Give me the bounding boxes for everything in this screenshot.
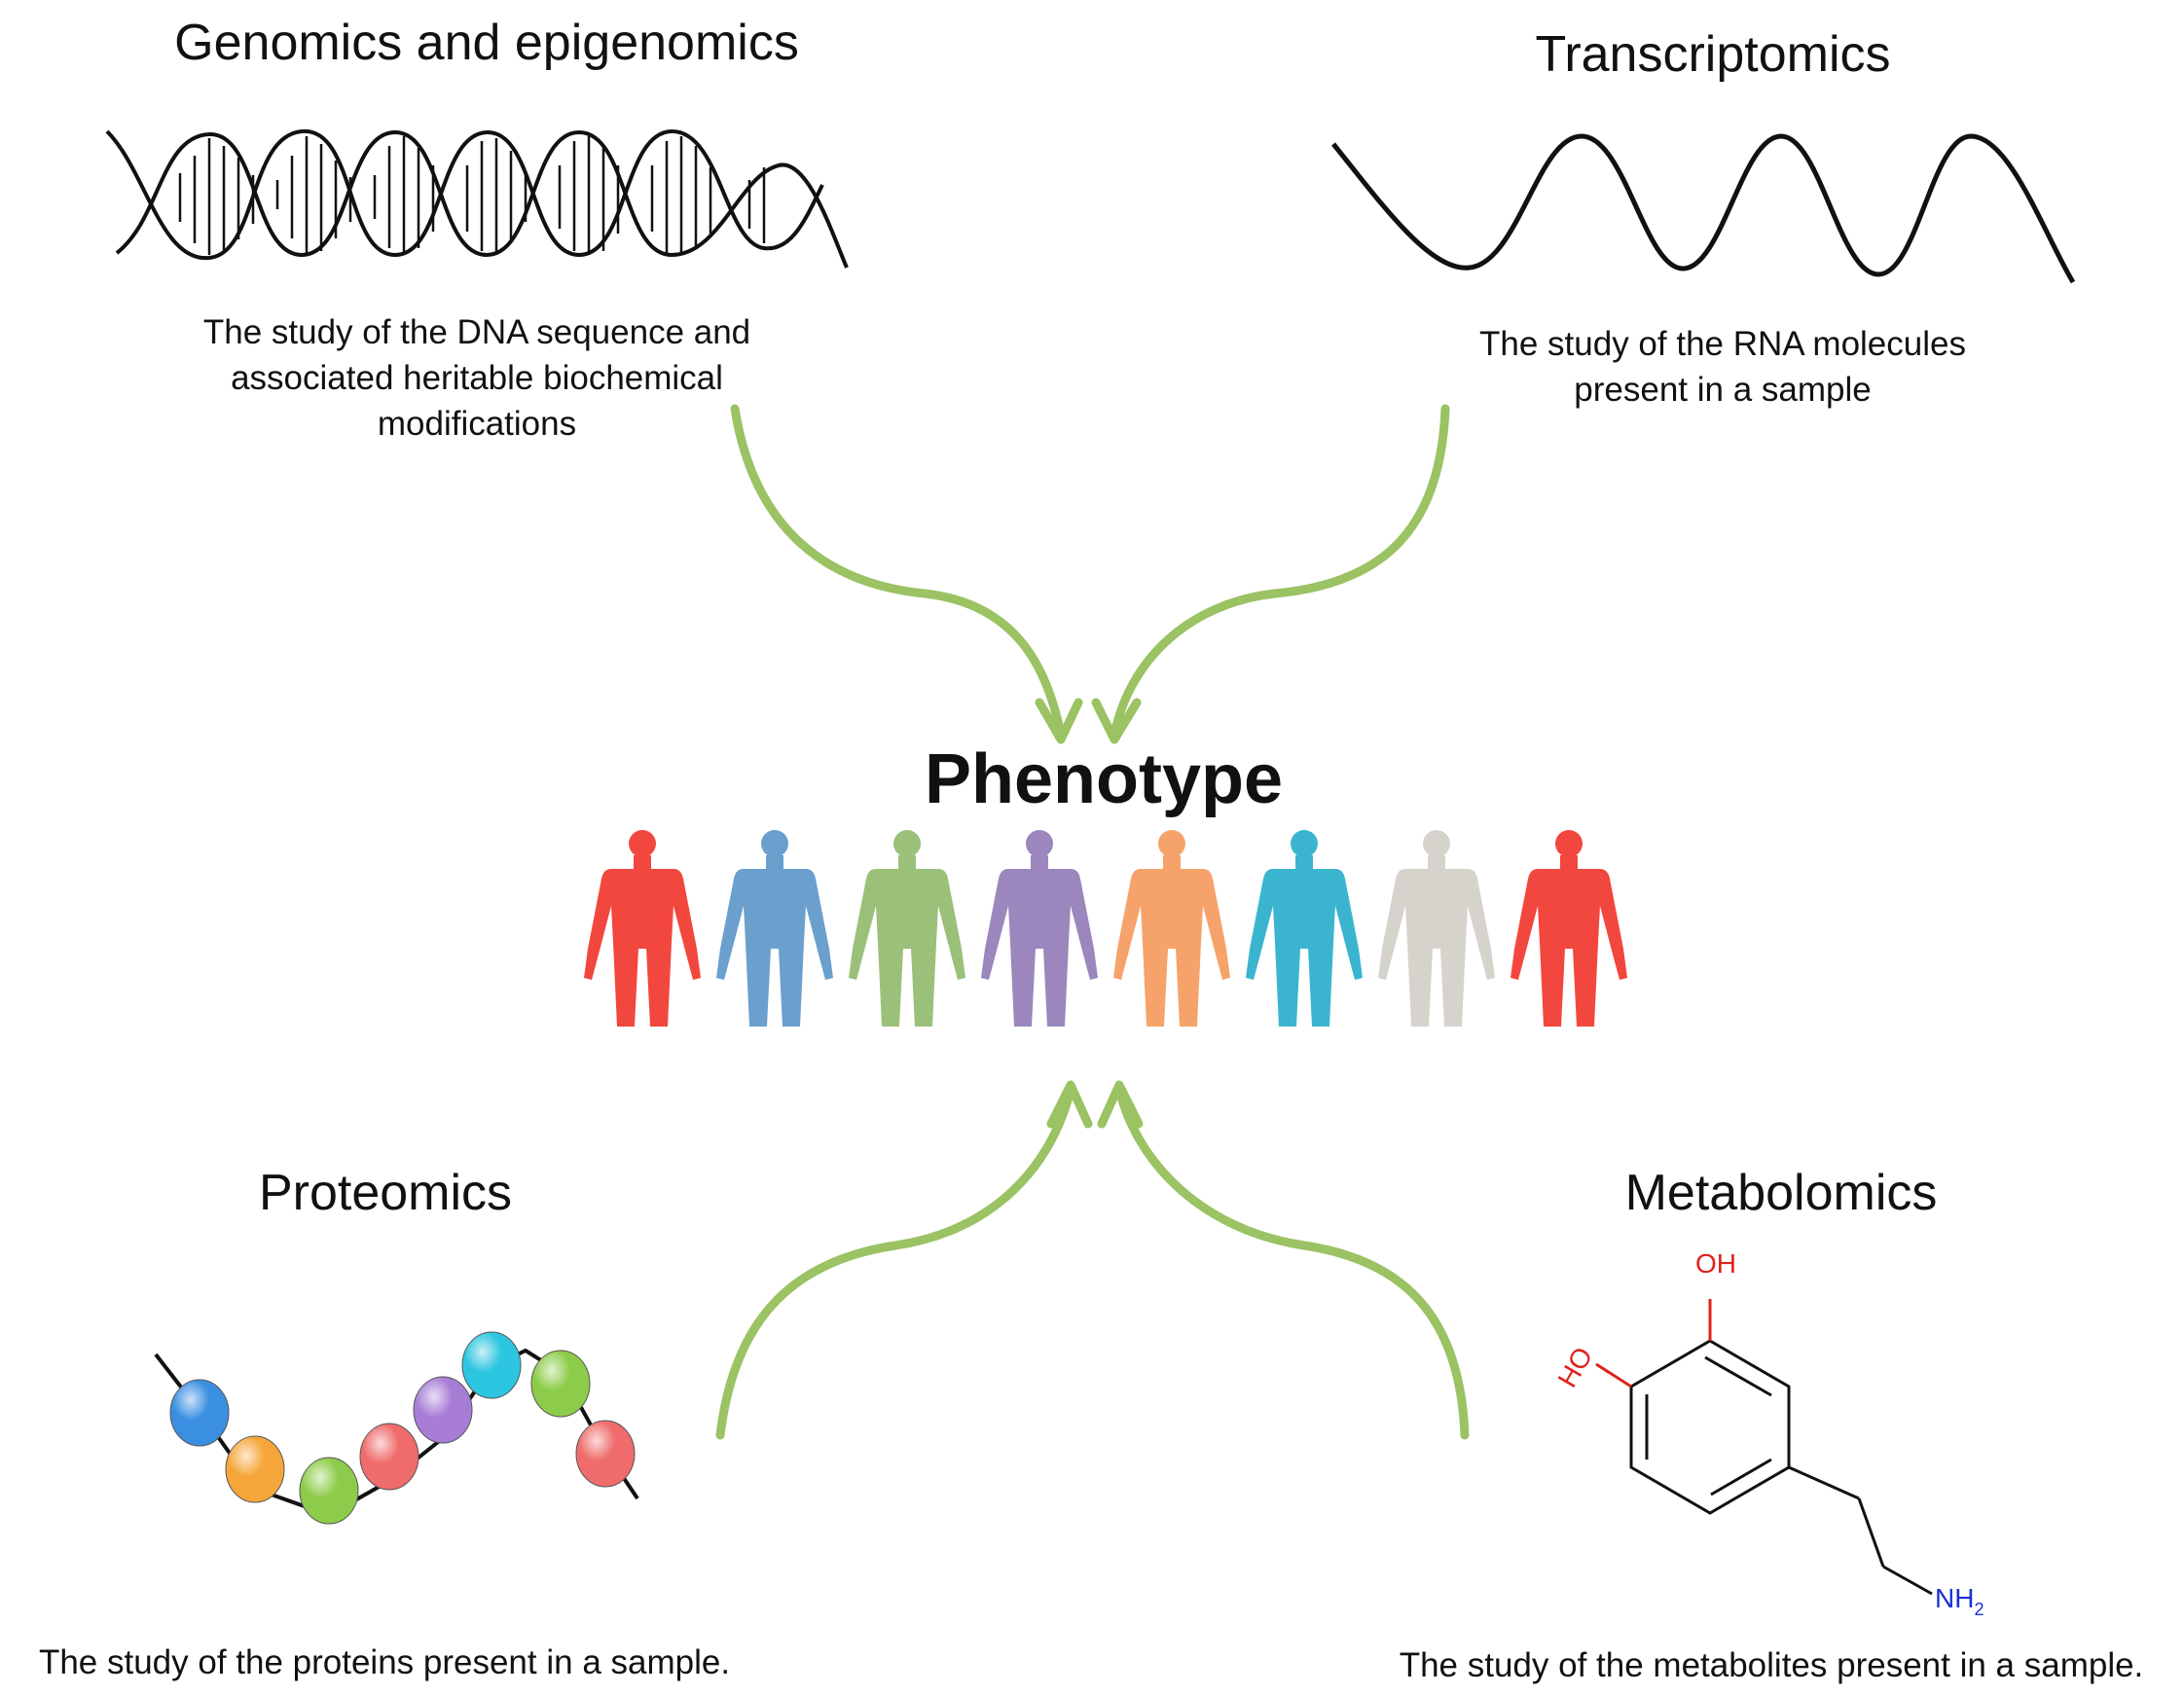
human-figure-icon xyxy=(981,830,1098,1027)
metabolomics-title: Metabolomics xyxy=(1624,1165,1938,1221)
human-figure-icon xyxy=(1113,830,1230,1027)
human-figure-icon xyxy=(584,830,701,1027)
transcriptomics-title: Transcriptomics xyxy=(1535,26,1891,83)
arrow-proteomics xyxy=(715,1085,1075,1440)
amine-label-subscript: 2 xyxy=(1974,1600,1984,1619)
hydroxyl-top-label: OH xyxy=(1695,1248,1736,1279)
phenotype-people xyxy=(584,830,1627,1027)
amine-label: NH2 xyxy=(1935,1583,1984,1619)
arrowhead-proteomics xyxy=(1046,1080,1093,1129)
human-figure-icon xyxy=(1246,830,1363,1027)
transcriptomics-description: The study of the RNA molecules present i… xyxy=(1382,321,2063,413)
arrowhead-metabolomics xyxy=(1097,1080,1144,1129)
arrow-genomics xyxy=(730,404,1066,739)
genomics-description-line: modifications xyxy=(377,405,577,443)
human-figure-icon xyxy=(1511,830,1627,1027)
human-figure-icon xyxy=(716,830,833,1027)
transcriptomics-description-line: present in a sample xyxy=(1574,371,1872,409)
genomics-description: The study of the DNA sequence and associ… xyxy=(136,309,818,447)
arrows xyxy=(715,404,1470,1440)
arrowhead-transcriptomics xyxy=(1091,698,1142,744)
genomics-title: Genomics and epigenomics xyxy=(174,15,799,71)
proteomics-title: Proteomics xyxy=(258,1165,513,1221)
arrowhead-genomics xyxy=(1035,698,1083,744)
protein-chain-icon xyxy=(154,1331,639,1525)
proteomics-description: The study of the proteins present in a s… xyxy=(38,1643,731,1681)
arrow-transcriptomics xyxy=(1110,404,1450,739)
human-figure-icon xyxy=(849,830,965,1027)
arrow-metabolomics xyxy=(1114,1085,1470,1440)
genomics-description-line: The study of the DNA sequence and xyxy=(202,313,751,351)
rna-wave-icon xyxy=(1331,133,2076,284)
amine-label-main: NH xyxy=(1935,1583,1974,1613)
genomics-description-line: associated heritable biochemical xyxy=(231,359,723,397)
phenotype-title: Phenotype xyxy=(924,740,1284,818)
hydroxyl-left-label: HO xyxy=(1552,1342,1599,1392)
metabolomics-description: The study of the metabolites present in … xyxy=(1399,1646,2144,1684)
dna-helix-icon xyxy=(105,128,849,269)
dopamine-molecule-icon xyxy=(1595,1299,1933,1596)
human-figure-icon xyxy=(1378,830,1495,1027)
transcriptomics-description-line: The study of the RNA molecules xyxy=(1479,325,1966,363)
